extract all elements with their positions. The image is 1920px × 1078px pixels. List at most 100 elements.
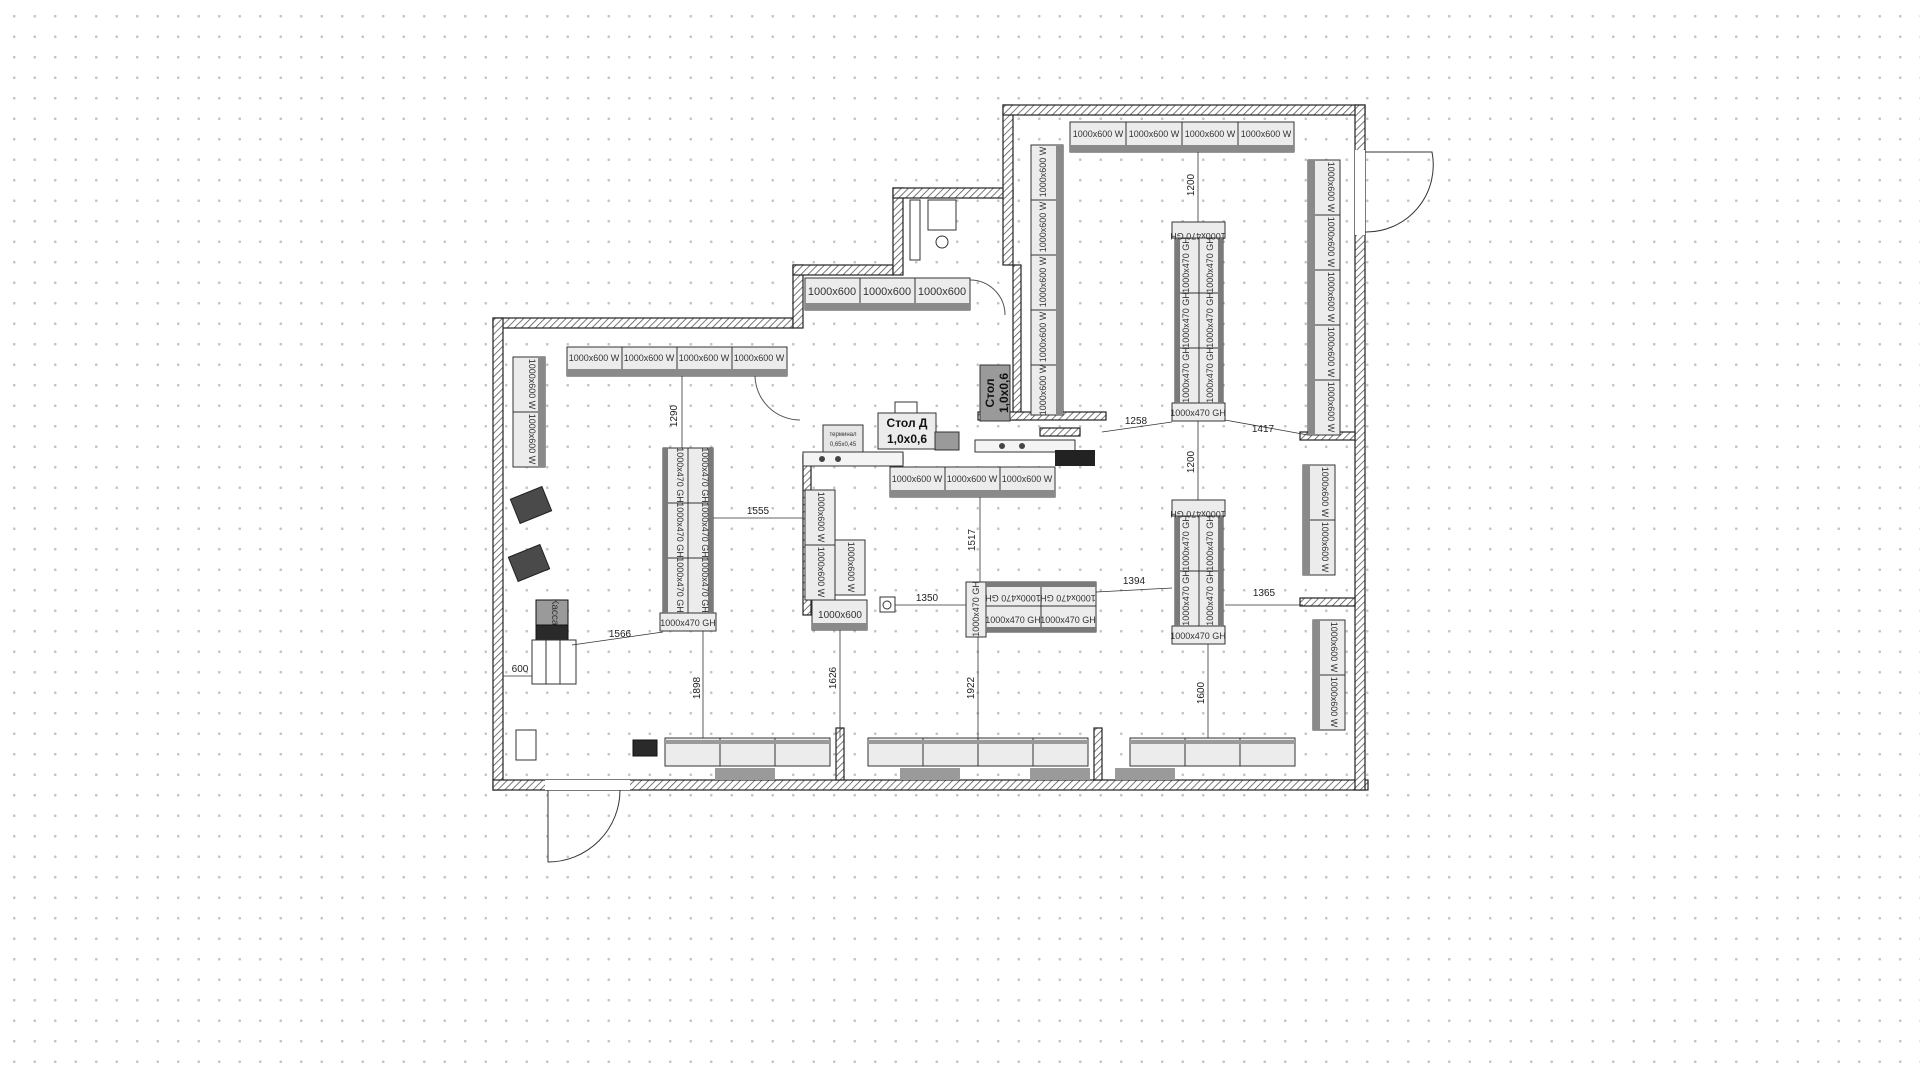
- entrance-door-gap: [545, 780, 630, 790]
- table-side: Стол 1,0x0,6: [979, 364, 1011, 422]
- gondola-label: 1000x470 GH: [675, 447, 685, 503]
- table-size: 1,0x0,6: [997, 373, 1011, 413]
- module-label: 1000x600 W: [679, 353, 730, 363]
- gondola-label: 1000x470 GH: [700, 447, 710, 503]
- module-label: 1000x600 W: [947, 474, 998, 484]
- module-label: 1000x600 W: [734, 353, 785, 363]
- dimension-1566: 1566: [609, 629, 632, 640]
- dimension-600: 600: [512, 664, 529, 675]
- gondola-label: 1000x470 GH: [660, 618, 716, 628]
- gondola-label: 1000x470 GH: [1205, 570, 1215, 626]
- wall-module-column-center: 1000x600 W 1000x600 W 1000x600 W 1000x60…: [804, 489, 868, 631]
- gondola-label: 1000x470 GH: [1181, 570, 1191, 626]
- gondola-label: 1000x470 GH: [1181, 515, 1191, 571]
- toilet-room: [909, 199, 957, 261]
- terminal: терминал 0,65х0,45: [822, 424, 960, 454]
- module-label: 1000x600 W: [1038, 201, 1048, 252]
- module-label: 1000x600 W: [1038, 364, 1048, 415]
- dimension-1200-top: 1200: [1186, 173, 1197, 196]
- module-label: 1000x600 W: [1329, 622, 1339, 673]
- inner-door-swing-2: [969, 279, 1006, 316]
- dimension-1417: 1417: [1252, 424, 1275, 435]
- dimension-1394: 1394: [1123, 576, 1146, 587]
- cooler-label: 1000x600: [818, 610, 862, 621]
- gondola-label: 1000x470 GH: [1040, 615, 1096, 625]
- module-label: 1000x600 W: [1038, 311, 1048, 362]
- checkout-label: Касса: [549, 599, 560, 626]
- module-label: 1000x600 W: [1038, 146, 1048, 197]
- wall-module-row-right-top: 1000x600 W 1000x600 W 1000x600 W 1000x60…: [1069, 121, 1295, 153]
- module-label: 1000x600 W: [1326, 382, 1336, 433]
- dimension-lines: [503, 152, 1309, 738]
- module-label: 1000x600 W: [527, 359, 537, 410]
- wall-module-column-right-upper: 1000x600 W 1000x600 W 1000x600 W 1000x60…: [1307, 159, 1341, 436]
- dimension-1922: 1922: [966, 676, 977, 699]
- dimension-1517: 1517: [967, 528, 978, 551]
- gondola-label: 1000x470 GH: [1205, 237, 1215, 293]
- module-label: 1000x600 W: [1073, 129, 1124, 139]
- gondola-label: 1000x470 GH: [1205, 347, 1215, 403]
- module-label: 1000x600 W: [1320, 522, 1330, 573]
- dimension-1350: 1350: [916, 593, 939, 604]
- entrance-door-swing: [547, 789, 621, 863]
- module-label: 1000x600 W: [1326, 327, 1336, 378]
- module-label: 1000x600 W: [1320, 467, 1330, 518]
- table-d-name: Стол Д: [887, 416, 928, 430]
- module-label: 1000x600 W: [569, 353, 620, 363]
- side-door-gap: [1355, 150, 1365, 235]
- module-label: 1000x600 W: [816, 492, 826, 543]
- gondola-label: 1000x470 GH: [1205, 292, 1215, 348]
- gondola-label: 1000x470 GH: [1170, 631, 1226, 641]
- gondola-label: 1000x470 GH: [1181, 237, 1191, 293]
- gondola-label: 1000x470 GH: [985, 593, 1041, 603]
- module-label: 1000x600 W: [1326, 162, 1336, 213]
- service-counter: [802, 439, 1095, 467]
- module-label: 1000x600 W: [1129, 129, 1180, 139]
- dimension-1898: 1898: [692, 676, 703, 699]
- wall-module-column-right-lower: 1000x600 W 1000x600 W: [1312, 619, 1346, 731]
- terminal-size: 0,65х0,45: [830, 442, 857, 448]
- cooler-row: 1000x600 1000x600 1000x600: [804, 277, 971, 311]
- inner-door-swing: [754, 374, 801, 421]
- module-label: 1000x600 W: [1241, 129, 1292, 139]
- cooler-label: 1000x600: [863, 286, 911, 298]
- gondola-label: 1000x470 GH: [675, 557, 685, 613]
- gondola-right-top: 1000x470 GH 1000x470 GH 1000x470 GH 1000…: [1170, 221, 1226, 422]
- gondola-label: 1000x470 GH: [1170, 509, 1226, 519]
- module-label: 1000x600 W: [1002, 474, 1053, 484]
- cooler-label: 1000x600: [808, 286, 856, 298]
- gondola-label: 1000x470 GH: [1205, 515, 1215, 571]
- module-label: 1000x600 W: [892, 474, 943, 484]
- dimension-1626: 1626: [828, 666, 839, 689]
- gondola-center: 1000x470 GH 1000x470 GH 1000x470 GH 1000…: [965, 581, 1097, 638]
- table-d: Стол Д 1,0x0,6: [877, 401, 937, 450]
- dimension-1555: 1555: [747, 506, 770, 517]
- terminal-label: терминал: [830, 432, 857, 438]
- wall-module-column-inner: 1000x600 W 1000x600 W 1000x600 W 1000x60…: [1030, 144, 1064, 416]
- cooler-label: 1000x600: [918, 286, 966, 298]
- module-label: 1000x600 W: [816, 547, 826, 598]
- gondola-label: 1000x470 GH: [1170, 231, 1226, 241]
- table-d-size: 1,0x0,6: [887, 432, 927, 446]
- wall-module-row-left-top: 1000x600 W 1000x600 W 1000x600 W 1000x60…: [566, 346, 788, 377]
- module-label: 1000x600 W: [527, 414, 537, 465]
- gondola-label: 1000x470 GH: [700, 502, 710, 558]
- gondola-left: 1000x470 GH 1000x470 GH 1000x470 GH 1000…: [659, 447, 717, 632]
- dimension-1290: 1290: [669, 404, 680, 427]
- checkout: Касса: [531, 599, 577, 685]
- gondola-label: 1000x470 GH: [700, 557, 710, 613]
- module-label: 1000x600 W: [1326, 217, 1336, 268]
- dimension-1365: 1365: [1253, 588, 1276, 599]
- gondola-label: 1000x470 GH: [1181, 292, 1191, 348]
- gondola-label: 1000x470 GH: [1040, 593, 1096, 603]
- display-stands: [507, 485, 896, 761]
- gondola-label: 1000x470 GH: [1181, 347, 1191, 403]
- module-label: 1000x600 W: [1038, 256, 1048, 307]
- table-name: Стол: [983, 378, 997, 407]
- module-label: 1000x600 W: [1326, 272, 1336, 323]
- dimension-1600: 1600: [1196, 681, 1207, 704]
- module-label: 1000x600 W: [846, 542, 856, 593]
- gondola-label: 1000x470 GH: [971, 581, 981, 637]
- dimension-1200-middle: 1200: [1186, 450, 1197, 473]
- wall-module-row-center: 1000x600 W 1000x600 W 1000x600 W: [889, 466, 1056, 498]
